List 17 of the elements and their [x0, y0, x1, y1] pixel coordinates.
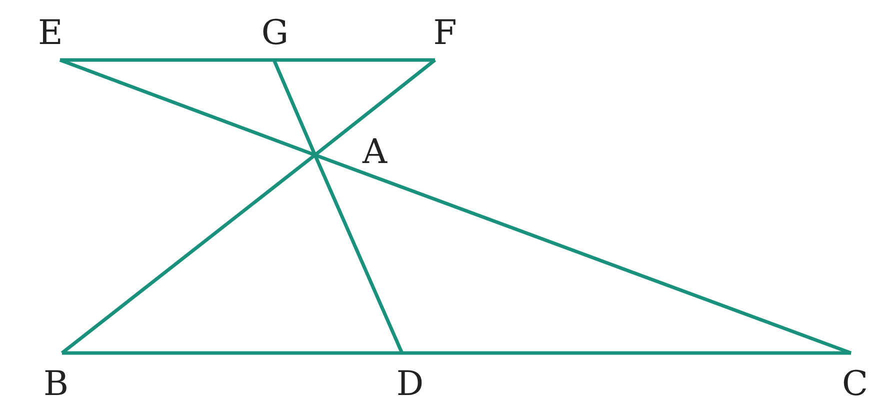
point-label: G: [261, 16, 289, 50]
line-segment: [314, 58, 436, 156]
line-segment: [60, 154, 316, 354]
line-segment: [314, 153, 852, 355]
line-segment: [274, 58, 435, 62]
point-label: E: [38, 16, 63, 50]
line-segment: [62, 351, 402, 355]
line-segment: [60, 58, 274, 62]
point-label: A: [362, 135, 387, 169]
point-label: C: [842, 367, 868, 401]
line-segment: [402, 351, 851, 355]
line-segment: [272, 59, 317, 156]
line-segment: [59, 58, 316, 157]
point-label: B: [44, 367, 68, 401]
point-label: D: [396, 367, 424, 401]
point-label: F: [433, 16, 457, 50]
line-segment: [313, 154, 404, 354]
